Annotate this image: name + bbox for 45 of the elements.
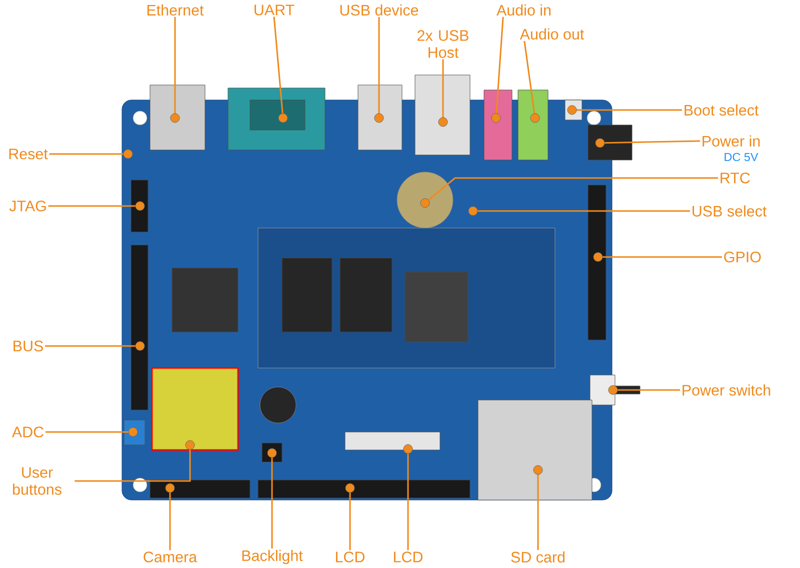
leader-line xyxy=(595,138,700,148)
callout-label: LCD xyxy=(394,552,422,562)
callout-label: ADC xyxy=(12,426,44,438)
callout-label: Reset xyxy=(9,148,48,160)
leader-line xyxy=(165,483,175,550)
leader-line xyxy=(267,448,277,548)
leader-line xyxy=(567,105,682,115)
leader-line xyxy=(48,201,145,211)
leader-line xyxy=(593,252,722,262)
leader-line xyxy=(170,17,180,123)
leader-line xyxy=(468,206,690,216)
callout-label: Camera xyxy=(144,552,198,562)
callout-label: BUS xyxy=(14,340,43,352)
callout-label: USB select xyxy=(692,205,767,217)
callout-label: Power switch xyxy=(682,384,770,396)
leader-line xyxy=(74,440,195,482)
callout-label: Ethernet xyxy=(147,4,204,16)
leader-line xyxy=(438,59,448,127)
leader-line xyxy=(533,465,543,550)
callout-label: Power in xyxy=(702,135,760,147)
callout-label: SD card xyxy=(511,551,565,563)
leader-line xyxy=(403,444,413,550)
leader-line xyxy=(608,385,680,395)
leader-line xyxy=(273,16,288,123)
leader-line xyxy=(345,483,355,550)
callout-label: Audio out xyxy=(520,28,584,40)
leader-line xyxy=(420,177,718,208)
leader-line xyxy=(524,40,540,123)
callout-label: JTAG xyxy=(9,200,46,212)
leader-line xyxy=(49,149,133,159)
callout-label: RTC xyxy=(720,172,750,184)
callout-label: UART xyxy=(254,4,294,16)
callout-label: User buttons xyxy=(13,467,62,495)
leader-line xyxy=(491,16,504,123)
callout-label: 2x USB Host xyxy=(418,30,468,58)
callout-label: Boot select xyxy=(684,104,759,116)
leader-line xyxy=(46,427,138,437)
callout-label: USB device xyxy=(340,4,418,16)
leader-line xyxy=(45,341,145,351)
voltage-note: DC 5V xyxy=(724,152,758,162)
callout-label: LCD xyxy=(336,552,364,562)
leader-line xyxy=(374,17,384,123)
callout-label: Backlight xyxy=(242,550,303,564)
callout-label: GPIO xyxy=(724,252,761,262)
callout-label: Audio in xyxy=(496,4,550,16)
